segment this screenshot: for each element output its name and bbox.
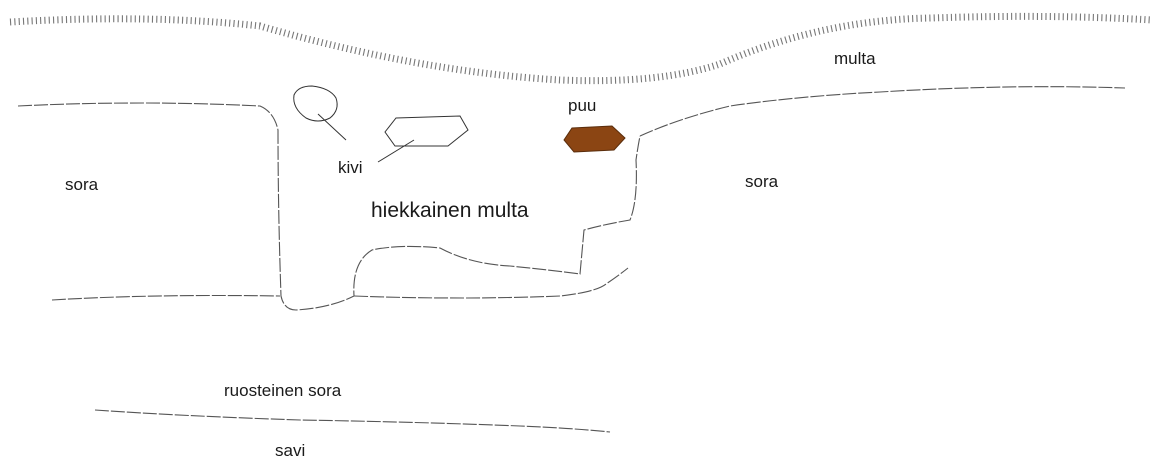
kivi-leader-line-2 [377, 139, 415, 163]
label-savi: savi [275, 441, 305, 460]
multa-sora-boundary-left [17, 102, 279, 131]
multa-sora-boundary-right [639, 86, 1126, 137]
label-sora-right: sora [745, 172, 779, 191]
topsoil-surface-line [9, 12, 1153, 85]
label-kivi: kivi [338, 158, 363, 177]
rusty-gravel-clay-boundary [94, 409, 611, 433]
label-multa: multa [834, 49, 876, 68]
label-puu: puu [568, 96, 596, 115]
label-hiekkainen-multa: hiekkainen multa [371, 199, 529, 222]
kivi-leader-line-1 [317, 113, 347, 141]
stone-2 [384, 115, 469, 147]
stone-1 [293, 85, 338, 122]
label-ruosteinen-sora: ruosteinen sora [224, 381, 342, 400]
sandy-soil-pocket-outline [277, 129, 641, 311]
wood-piece [563, 125, 626, 153]
sora-rusty-gravel-boundary [51, 294, 281, 301]
label-sora-left: sora [65, 175, 99, 194]
sora-rusty-gravel-boundary-right [353, 267, 629, 299]
